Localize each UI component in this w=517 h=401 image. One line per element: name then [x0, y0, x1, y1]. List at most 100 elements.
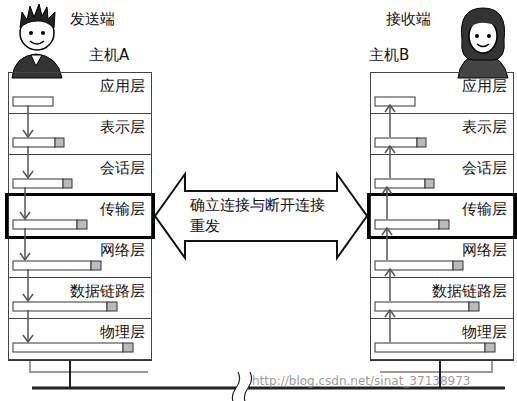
layer-box: 物理层	[8, 318, 152, 360]
flow-arrow-shaft	[24, 187, 26, 219]
flow-arrow	[23, 269, 33, 301]
flow-arrow-shaft	[389, 146, 391, 178]
network-cable	[32, 387, 236, 390]
data-bar	[13, 97, 53, 106]
header-block	[123, 343, 133, 352]
host-heading: 主机A	[89, 46, 129, 64]
header-block	[77, 220, 87, 229]
transport-layer-box: 传输层	[367, 193, 517, 239]
flow-arrow	[23, 146, 33, 178]
layer-name: 物理层	[100, 323, 145, 341]
edge-label: 确立连接与断开连接 重发	[190, 195, 332, 237]
eye	[41, 31, 45, 35]
signal-path	[30, 361, 148, 372]
flow-arrow-shaft	[27, 269, 29, 301]
layer-name: 会话层	[462, 159, 507, 177]
layer-name: 数据链路层	[432, 282, 507, 300]
flow-arrow-head	[385, 310, 395, 317]
layer-box: 网络层	[370, 236, 514, 278]
layer-name: 数据链路层	[70, 282, 145, 300]
flow-arrow	[385, 105, 395, 137]
header-block	[55, 138, 64, 147]
layer-box: 表示层	[8, 113, 152, 155]
flow-arrow-shaft	[24, 228, 26, 260]
data-bar	[375, 220, 439, 229]
flow-arrow	[20, 187, 30, 219]
flow-arrow-shaft	[386, 187, 388, 219]
header-block	[425, 179, 434, 188]
flow-arrow-shaft	[389, 269, 391, 301]
signal-path	[380, 361, 492, 372]
flow-arrow-head	[385, 146, 395, 153]
flow-arrow	[23, 310, 33, 342]
layer-box: 会话层	[370, 154, 514, 196]
header-block	[417, 138, 426, 147]
break-mark	[232, 372, 239, 401]
layer-name: 传输层	[100, 200, 145, 218]
flow-arrow	[385, 269, 395, 301]
data-bar	[13, 343, 123, 352]
flow-arrow-head	[382, 187, 392, 194]
flow-arrow-head	[382, 228, 392, 235]
flow-arrow	[23, 105, 33, 137]
layer-name: 表示层	[462, 118, 507, 136]
collar	[31, 55, 42, 66]
flow-arrow-head	[385, 269, 395, 276]
flow-arrow-head	[23, 171, 33, 178]
watermark: http://blog.csdn.net/sinat_37138973	[252, 372, 470, 390]
face	[469, 19, 497, 53]
data-bar	[375, 179, 425, 188]
header-block	[485, 343, 495, 352]
flow-arrow-shaft	[389, 310, 391, 342]
flow-arrow-shaft	[27, 105, 29, 137]
layer-box: 应用层	[370, 72, 514, 114]
hair	[461, 8, 504, 60]
data-bar	[13, 138, 55, 147]
flow-arrow-head	[23, 130, 33, 137]
layer-box: 会话层	[8, 154, 152, 196]
double-arrow	[155, 174, 367, 258]
eye	[29, 31, 33, 35]
layer-box: 数据链路层	[8, 277, 152, 319]
header-block	[107, 302, 117, 311]
receiver-figure	[458, 8, 508, 78]
role-label: 发送端	[70, 10, 115, 28]
flow-arrow-shaft	[386, 228, 388, 260]
flow-arrow-head	[20, 253, 30, 260]
sender-figure	[12, 4, 62, 78]
flow-arrow-head	[23, 294, 33, 301]
flow-arrow-shaft	[27, 310, 29, 342]
flow-arrow-shaft	[27, 146, 29, 178]
data-bar	[13, 220, 77, 229]
header-block	[63, 179, 72, 188]
layer-box: 表示层	[370, 113, 514, 155]
header-block	[453, 261, 463, 270]
host-stack: 主机A应用层表示层会话层传输层网络层数据链路层物理层	[8, 72, 152, 361]
data-bar	[375, 97, 415, 106]
host-heading: 主机B	[369, 46, 409, 64]
data-bar	[375, 261, 453, 270]
break-mark	[244, 372, 251, 401]
layer-name: 网络层	[100, 241, 145, 259]
layer-box: 数据链路层	[370, 277, 514, 319]
layer-name: 会话层	[100, 159, 145, 177]
role-label: 接收端	[386, 10, 431, 28]
flow-arrow	[385, 310, 395, 342]
hair	[20, 4, 55, 28]
suit	[12, 54, 62, 78]
flow-arrow	[382, 187, 392, 219]
layer-box: 网络层	[8, 236, 152, 278]
data-bar	[13, 261, 91, 270]
transport-layer-box: 传输层	[5, 193, 155, 239]
header-block	[91, 261, 101, 270]
data-bar	[375, 302, 469, 311]
layer-name: 传输层	[462, 200, 507, 218]
flow-arrow	[385, 146, 395, 178]
header-block	[439, 220, 449, 229]
layer-name: 应用层	[462, 77, 507, 95]
flow-arrow	[20, 228, 30, 260]
data-bar	[13, 179, 63, 188]
data-bar	[375, 138, 417, 147]
flow-arrow-shaft	[389, 105, 391, 137]
